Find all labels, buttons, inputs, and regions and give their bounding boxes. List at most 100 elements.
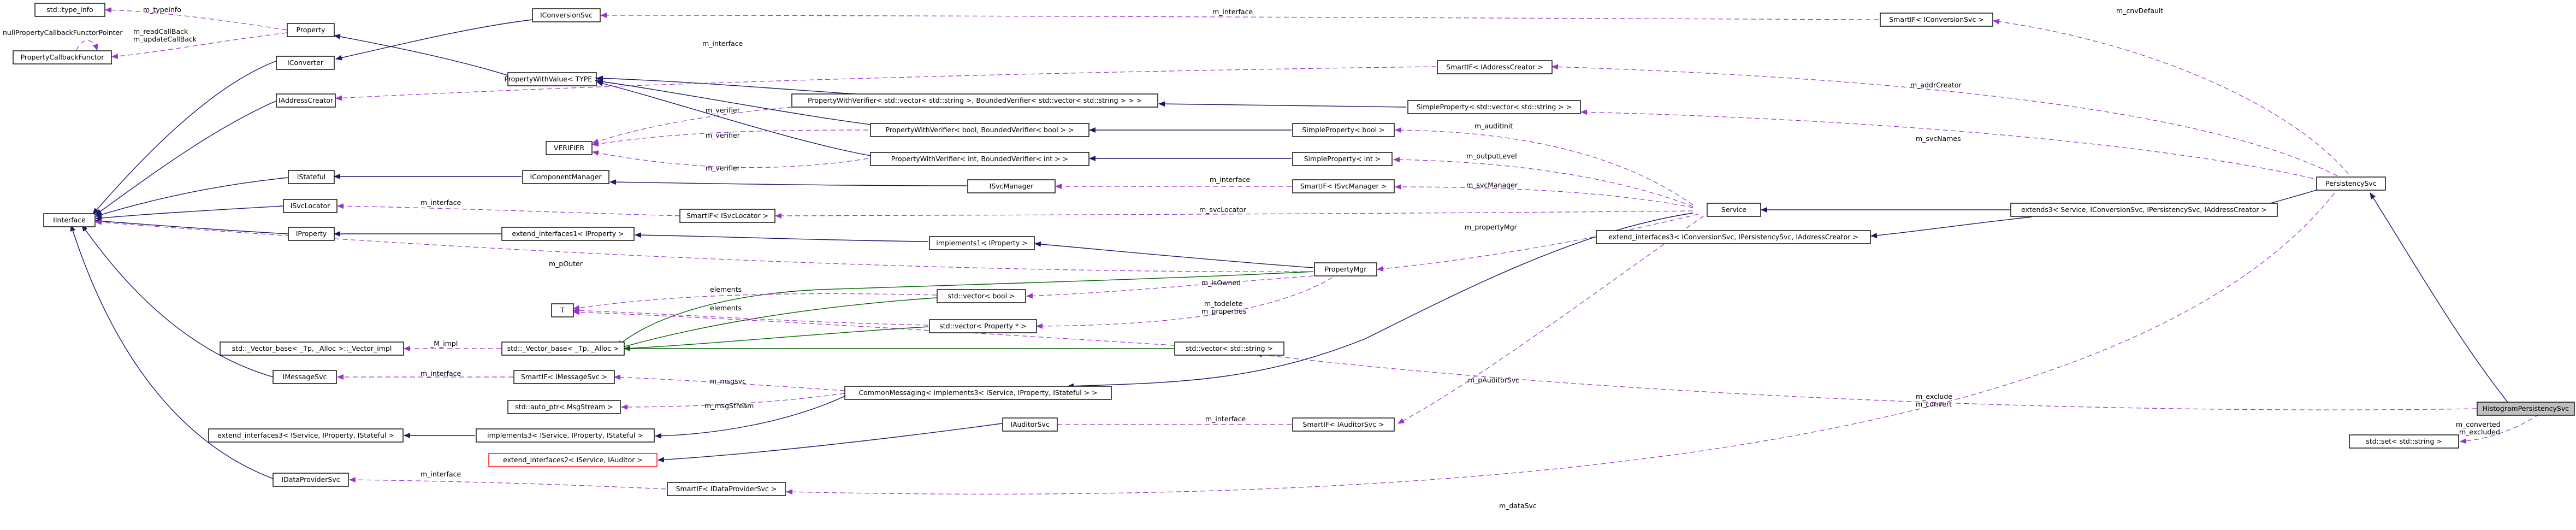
node-iconverter[interactable]: IConverter [276, 56, 335, 70]
node-label: std::vector< Property * > [939, 322, 1026, 330]
label-m-properties: m_properties [1201, 307, 1246, 315]
edge-std-vector-string-to-green [617, 271, 1314, 347]
node-std-vector-property[interactable]: std::vector< Property * > [929, 319, 1037, 333]
edge-service-to-simple-int [1393, 157, 1693, 207]
node-property[interactable]: Property [287, 23, 335, 37]
node-std-auto-ptr-msgstream[interactable]: std::auto_ptr< MsgStream > [507, 400, 621, 414]
edge-common-messaging-to-auto-ptr [621, 393, 845, 410]
node-persistency-svc[interactable]: PersistencySvc [2316, 176, 2386, 191]
node-extend-interfaces1-iproperty[interactable]: extend_interfaces1< IProperty > [501, 227, 635, 241]
edge-iconversion-svc-to-iconverter [335, 19, 533, 61]
node-smartif-iauditor-svc[interactable]: SmartIF< IAuditorSvc > [1292, 417, 1395, 432]
node-property-mgr[interactable]: PropertyMgr [1314, 262, 1377, 276]
node-smartif-idata-provider-svc[interactable]: SmartIF< IDataProviderSvc > [667, 482, 786, 496]
node-simple-property-bool[interactable]: SimpleProperty< bool > [1292, 123, 1395, 137]
node-istateful[interactable]: IStateful [288, 170, 335, 184]
node-extend-interfaces3-isvc[interactable]: extend_interfaces3< IService, IProperty,… [208, 428, 404, 443]
node-label: implements3< IService, IProperty, IState… [487, 431, 643, 439]
node-interface[interactable]: IInterface [43, 213, 96, 227]
node-implements1-iproperty[interactable]: implements1< IProperty > [929, 236, 1035, 250]
node-property-with-value[interactable]: PropertyWithValue< TYPE > [504, 72, 600, 86]
node-label: extend_interfaces1< IProperty > [512, 229, 624, 238]
node-label: IInterface [53, 216, 86, 224]
edge-property-mgr-to-std-vector-property [1036, 277, 1333, 329]
node-label: SmartIF< IConversionSvc > [1889, 15, 1984, 23]
edge-property-to-callback-functor [111, 32, 287, 59]
node-std-vector-bool[interactable]: std::vector< bool > [937, 289, 1026, 303]
node-extend-interfaces3-conv[interactable]: extend_interfaces3< IConversionSvc, IPer… [1596, 230, 1871, 244]
node-iauditor-svc[interactable]: IAuditorSvc [1002, 417, 1058, 432]
node-verifier[interactable]: VERIFIER [546, 141, 593, 155]
node-iconversion-svc[interactable]: IConversionSvc [532, 8, 601, 22]
node-label: IAddressCreator [279, 96, 334, 104]
node-histogram-persistency-svc[interactable]: HistogramPersistencySvc [2477, 402, 2575, 416]
nodes: std::type_info PropertyCallbackFunctor P… [13, 3, 2575, 496]
edge-persistency-to-simple-vector [1580, 109, 2322, 181]
edge-iauditor-svc-to-extend-interfaces2 [658, 423, 1003, 463]
node-smartif-imessage-svc[interactable]: SmartIF< IMessageSvc > [513, 370, 615, 384]
node-std-set-string[interactable]: std::set< std::string > [2349, 434, 2459, 449]
node-vector-base-impl[interactable]: std::_Vector_base< _Tp, _Alloc >::_Vecto… [220, 341, 404, 356]
node-label: ISvcManager [990, 182, 1034, 190]
edge-persistency-to-smartif-conv [1993, 19, 2349, 174]
edge-property-mgr-to-interface [95, 219, 1314, 272]
node-idata-provider-svc[interactable]: IDataProviderSvc [273, 473, 349, 487]
node-pwv-int[interactable]: PropertyWithVerifier< int, BoundedVerifi… [870, 152, 1089, 166]
node-t[interactable]: T [551, 303, 574, 317]
edge-smartif-svc-locator-to-isvc-locator [337, 203, 680, 216]
node-icomponent-manager[interactable]: IComponentManager [522, 170, 609, 184]
node-pwv-bool[interactable]: PropertyWithVerifier< bool, BoundedVerif… [870, 123, 1089, 137]
node-label: std::type_info [46, 5, 93, 14]
node-std-vector-string[interactable]: std::vector< std::string > [1174, 341, 1284, 356]
node-std-type-info[interactable]: std::type_info [34, 3, 105, 17]
node-label: SmartIF< IDataProviderSvc > [676, 485, 777, 493]
edge-isvc-locator-to-interface [95, 205, 283, 221]
node-smartif-isvc-locator[interactable]: SmartIF< ISvcLocator > [679, 209, 775, 223]
node-vector-base[interactable]: std::_Vector_base< _Tp, _Alloc > [501, 341, 625, 356]
node-extend-interfaces2[interactable]: extend_interfaces2< IService, IAuditor > [488, 453, 658, 467]
node-property-callback-functor[interactable]: PropertyCallbackFunctor [13, 50, 112, 64]
node-label: extend_interfaces3< IService, IProperty,… [217, 431, 394, 439]
node-label: PropertyCallbackFunctor [21, 53, 105, 61]
node-label: PropertyWithVerifier< std::vector< std::… [808, 96, 1142, 104]
edge-idata-provider-svc-to-interface [70, 225, 274, 479]
edge-std-vector-bool-to-t [573, 293, 937, 311]
node-pwv-vector-string[interactable]: PropertyWithVerifier< std::vector< std::… [791, 93, 1158, 108]
node-label: SmartIF< IAddressCreator > [1446, 63, 1543, 71]
edge-pwv-to-property [334, 34, 508, 76]
node-isvc-manager[interactable]: ISvcManager [967, 179, 1056, 193]
edge-labels: m_typeinfo nullPropertyCallbackFunctorPo… [3, 5, 2501, 510]
label-m-cnv-default: m_cnvDefault [2116, 7, 2163, 15]
node-smartif-isvc-manager[interactable]: SmartIF< ISvcManager > [1292, 179, 1395, 193]
node-label: PropertyWithVerifier< bool, BoundedVerif… [885, 126, 1074, 134]
edge-histogram-to-std-set [2460, 414, 2540, 444]
node-label: std::_Vector_base< _Tp, _Alloc > [507, 344, 619, 352]
node-simple-property-vector-string[interactable]: SimpleProperty< std::vector< std::string… [1407, 100, 1581, 114]
node-common-messaging[interactable]: CommonMessaging< implements3< IService, … [844, 386, 1112, 400]
node-imessage-svc[interactable]: IMessageSvc [273, 370, 337, 384]
node-iproperty[interactable]: IProperty [288, 227, 335, 241]
node-smartif-iaddress-creator[interactable]: SmartIF< IAddressCreator > [1437, 60, 1553, 74]
label-m-interface-conv: m_interface [1212, 8, 1253, 16]
label-m-interface-svcloc: m_interface [421, 198, 461, 207]
node-service[interactable]: Service [1707, 203, 1761, 217]
edge-property-mgr-to-implements1 [1034, 241, 1314, 268]
label-m-exclude: m_exclude [1916, 392, 1952, 401]
node-label: IConversionSvc [540, 11, 593, 19]
node-simple-property-int[interactable]: SimpleProperty< int > [1292, 152, 1393, 166]
node-isvc-locator[interactable]: ISvcLocator [283, 199, 337, 213]
label-m-impl: _M_impl [430, 339, 458, 348]
node-implements3[interactable]: implements3< IService, IProperty, IState… [476, 428, 655, 443]
node-label: SimpleProperty< int > [1304, 155, 1381, 163]
label-m-interface-msgsvc: m_interface [421, 369, 461, 378]
node-label: Service [1721, 205, 1747, 214]
label-m-msg-stream: m_msgStream [704, 402, 754, 410]
label-m-interface-addr: m_interface [702, 39, 743, 48]
node-smartif-iconversion-svc[interactable]: SmartIF< IConversionSvc > [1880, 13, 1993, 27]
edge-common-messaging-to-implements3 [655, 396, 845, 439]
node-label: CommonMessaging< implements3< IService, … [858, 388, 1097, 397]
node-iaddress-creator[interactable]: IAddressCreator [276, 93, 336, 108]
node-label: Property [297, 26, 325, 34]
edge-extends3-to-extend-interfaces3-conv [1870, 216, 2032, 238]
node-extends3[interactable]: extends3< Service, IConversionSvc, IPers… [2010, 203, 2278, 217]
